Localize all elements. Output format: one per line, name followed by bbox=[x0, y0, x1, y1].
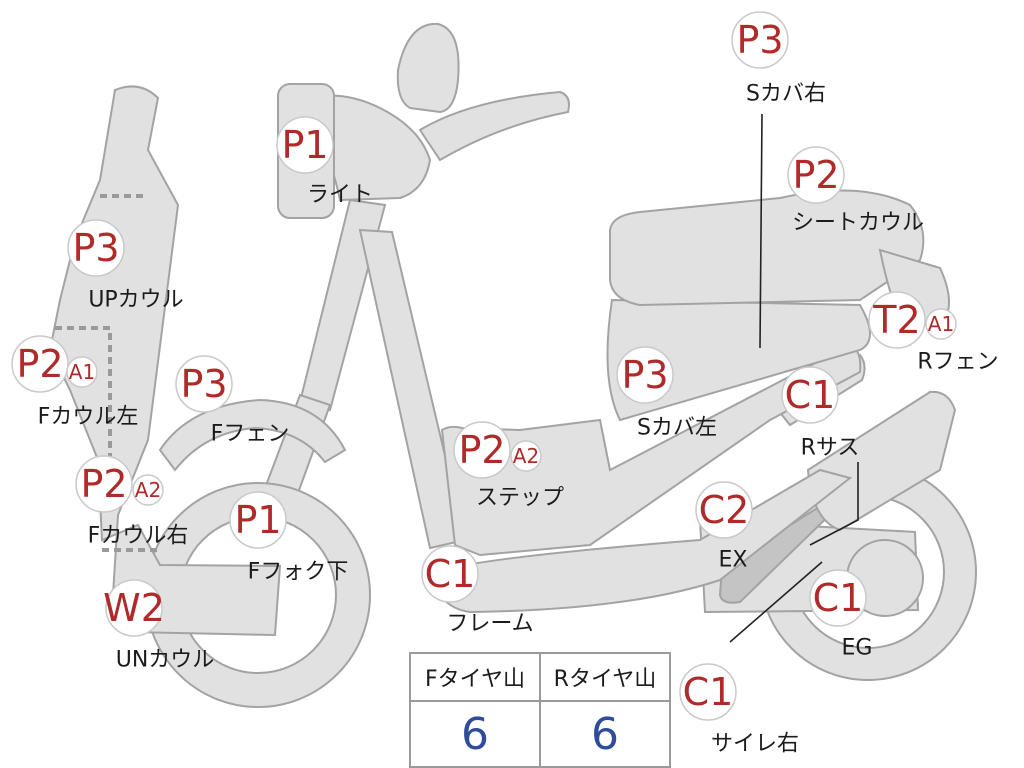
label-exhaust: EX bbox=[719, 548, 748, 573]
marker-step[interactable]: P2 A2 ステップ bbox=[453, 421, 564, 511]
code-r-suspension: C1 bbox=[785, 373, 836, 417]
code-s-cover-right: P3 bbox=[736, 18, 783, 62]
code-exhaust: C2 bbox=[699, 488, 750, 532]
label-s-cover-right: Sカバ右 bbox=[746, 82, 826, 107]
label-f-cowl-right: Fカウル右 bbox=[88, 524, 189, 549]
front-tire-value[interactable]: 6 bbox=[409, 700, 541, 768]
marker-f-fork-lower[interactable]: P1 Fフォク下 bbox=[229, 491, 349, 585]
code-r-fender: T2 bbox=[872, 298, 920, 342]
code-seat-cowl: P2 bbox=[792, 153, 839, 197]
handlebar-shape bbox=[418, 90, 570, 162]
label-frame: フレーム bbox=[446, 612, 533, 637]
marker-frame[interactable]: C1 フレーム bbox=[421, 545, 534, 637]
code-f-fender: P3 bbox=[180, 362, 227, 406]
code-step: P2 bbox=[458, 428, 505, 472]
label-r-fender: Rフェン bbox=[917, 350, 998, 375]
steering-column-shape bbox=[298, 198, 387, 412]
lower-frame-shape bbox=[428, 468, 853, 614]
code-silencer-right: C1 bbox=[683, 670, 734, 714]
marker-r-suspension[interactable]: C1 Rサス bbox=[781, 366, 860, 461]
code-f-cowl-left: P2 bbox=[16, 342, 63, 386]
marker-f-fender[interactable]: P3 Fフェン bbox=[175, 355, 290, 447]
label-engine: EG bbox=[842, 636, 873, 661]
badge-r-fender: A1 bbox=[928, 312, 954, 336]
marker-s-cover-right[interactable]: P3 Sカバ右 bbox=[731, 11, 826, 107]
rear-tire-header: Rタイヤ山 bbox=[539, 652, 671, 702]
label-step: ステップ bbox=[476, 486, 564, 511]
badge-step: A2 bbox=[513, 444, 539, 468]
label-un-cowl: UNカウル bbox=[116, 648, 215, 673]
leader-silencer-right bbox=[729, 561, 823, 643]
marker-silencer-right[interactable]: C1 サイレ右 bbox=[679, 663, 799, 757]
front-tire-header: Fタイヤ山 bbox=[409, 652, 541, 702]
label-r-suspension: Rサス bbox=[801, 436, 860, 461]
mirror-shape bbox=[396, 22, 460, 114]
label-f-cowl-left: Fカウル左 bbox=[38, 405, 139, 430]
label-f-fork-lower: Fフォク下 bbox=[248, 560, 349, 585]
badge-f-cowl-right: A2 bbox=[135, 478, 161, 502]
code-s-cover-left: P3 bbox=[621, 353, 668, 397]
marker-f-cowl-left[interactable]: P2 A1 Fカウル左 bbox=[11, 335, 139, 430]
marker-r-fender[interactable]: T2 A1 Rフェン bbox=[868, 291, 999, 375]
marker-f-cowl-right[interactable]: P2 A2 Fカウル右 bbox=[75, 455, 189, 549]
cowl-seam-2 bbox=[55, 326, 112, 470]
marker-up-cowl[interactable]: P3 UPカウル bbox=[67, 219, 184, 313]
code-un-cowl: W2 bbox=[103, 586, 165, 630]
code-light: P1 bbox=[281, 123, 328, 167]
marker-s-cover-left[interactable]: P3 Sカバ左 bbox=[616, 346, 717, 441]
label-f-fender: Fフェン bbox=[211, 422, 290, 447]
code-f-cowl-right: P2 bbox=[80, 462, 127, 506]
code-engine: C1 bbox=[813, 576, 864, 620]
tire-tread-table: Fタイヤ山 Rタイヤ山 6 6 bbox=[409, 652, 671, 768]
leader-r-suspension bbox=[809, 462, 859, 546]
exhaust-pipe-shape bbox=[718, 493, 842, 604]
leader-s-cover-right bbox=[759, 113, 763, 349]
label-light: ライト bbox=[307, 183, 373, 208]
rear-tire-value[interactable]: 6 bbox=[539, 700, 671, 768]
label-seat-cowl: シートカウル bbox=[792, 211, 924, 236]
code-frame: C1 bbox=[425, 552, 476, 596]
marker-light[interactable]: P1 ライト bbox=[276, 116, 373, 208]
marker-un-cowl[interactable]: W2 UNカウル bbox=[103, 579, 215, 673]
marker-seat-cowl[interactable]: P2 シートカウル bbox=[787, 146, 924, 236]
code-f-fork-lower: P1 bbox=[234, 498, 281, 542]
label-s-cover-left: Sカバ左 bbox=[637, 416, 717, 441]
marker-engine[interactable]: C1 EG bbox=[809, 569, 873, 661]
seat-shape bbox=[609, 189, 925, 307]
code-up-cowl: P3 bbox=[72, 226, 119, 270]
label-silencer-right: サイレ右 bbox=[711, 732, 799, 757]
badge-f-cowl-left: A1 bbox=[69, 360, 95, 384]
marker-exhaust[interactable]: C2 EX bbox=[695, 481, 753, 573]
label-up-cowl: UPカウル bbox=[88, 288, 183, 313]
side-cover-shape bbox=[606, 298, 871, 422]
